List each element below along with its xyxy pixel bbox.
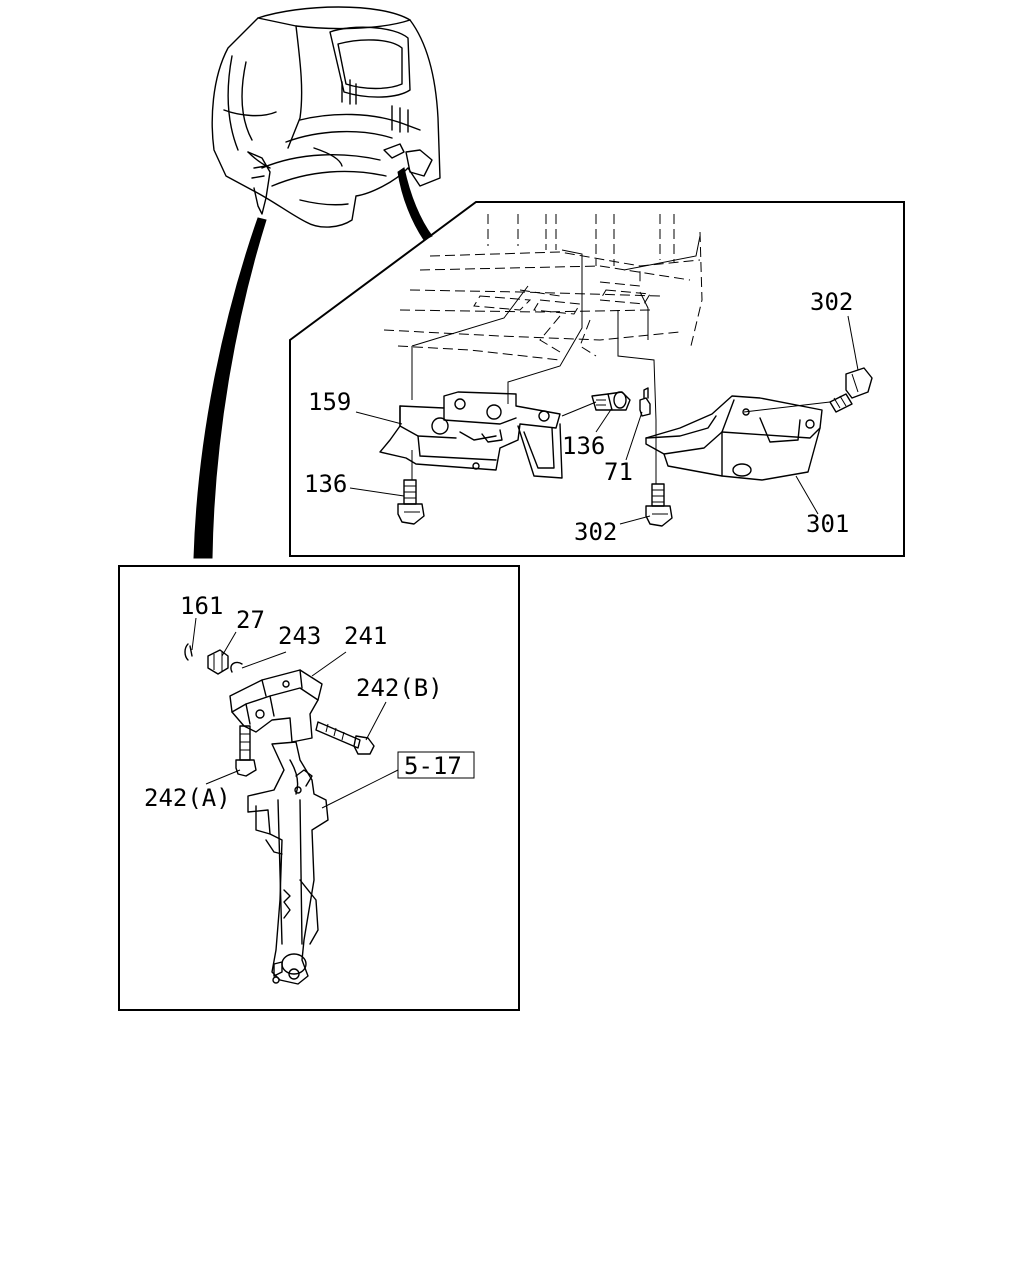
washer-243 xyxy=(230,661,243,673)
callout-242b: 242(B) xyxy=(356,674,443,702)
reference-box-label: 5-17 xyxy=(404,752,462,780)
bolt-136-middle xyxy=(591,391,631,411)
callout-136-middle: 136 xyxy=(562,432,605,460)
bolt-71 xyxy=(639,387,651,417)
nut-27 xyxy=(207,649,229,675)
bolt-242a xyxy=(235,725,257,777)
steering-column xyxy=(247,741,329,985)
bracket-241 xyxy=(229,669,323,743)
callout-136-left: 136 xyxy=(304,470,347,498)
callout-302-top: 302 xyxy=(810,288,853,316)
reference-box xyxy=(397,751,475,779)
leaders-top-detail xyxy=(349,315,859,525)
callout-301: 301 xyxy=(806,510,849,538)
callout-242a: 242(A) xyxy=(144,784,231,812)
callout-159: 159 xyxy=(308,388,351,416)
pin-161 xyxy=(184,643,193,661)
callout-161: 161 xyxy=(180,592,223,620)
cover-301 xyxy=(645,395,823,481)
detail-frame-floor-brackets xyxy=(289,201,905,557)
bolt-242b xyxy=(315,721,375,755)
callout-241: 241 xyxy=(344,622,387,650)
detail-leader-arrow-left xyxy=(193,217,267,559)
leaders-bottom-detail xyxy=(191,617,399,809)
callout-71: 71 xyxy=(604,458,633,486)
bolt-302-top xyxy=(829,367,873,413)
callout-243: 243 xyxy=(278,622,321,650)
cab-overview-illustration xyxy=(211,6,441,228)
detail-frame-steering-column xyxy=(118,565,520,1011)
bracket-159 xyxy=(379,391,563,479)
callout-302-bottom: 302 xyxy=(574,518,617,546)
callout-27: 27 xyxy=(236,606,265,634)
detail-leader-arrow-right xyxy=(397,167,433,241)
cab-floor-structure xyxy=(383,214,703,421)
bolt-136-left xyxy=(397,479,425,525)
bolt-302-bottom xyxy=(645,483,673,527)
